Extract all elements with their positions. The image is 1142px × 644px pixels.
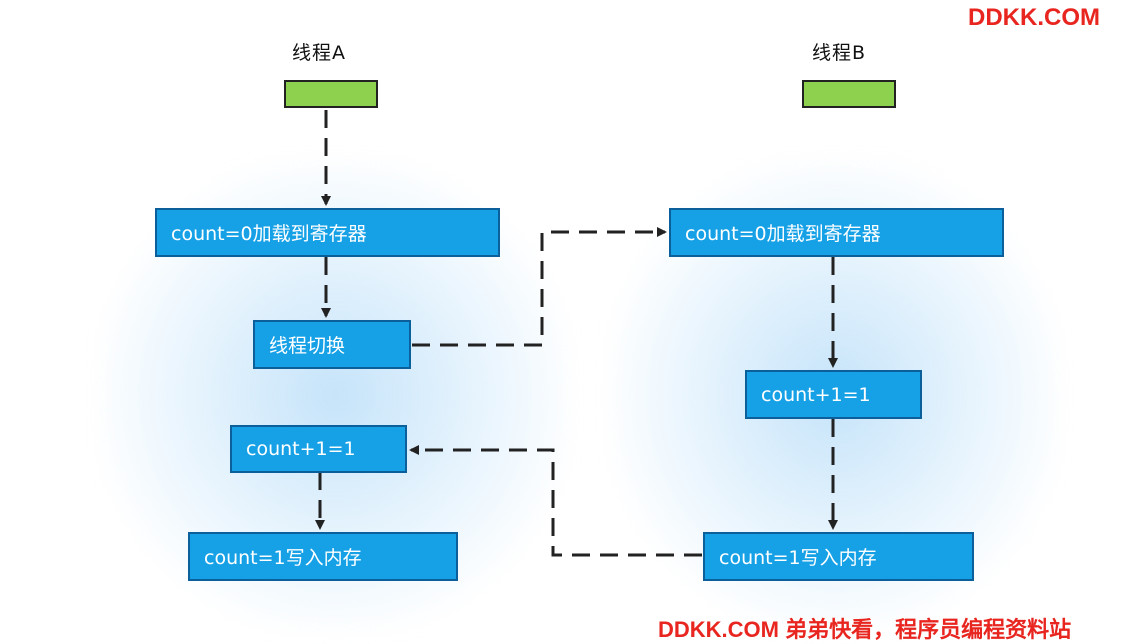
thread-b-label: 线程B (812, 42, 867, 64)
thread-a-bar (284, 80, 378, 108)
arrow-switch-to-b-load (412, 227, 667, 347)
thread-a-write-box: count=1写入内存 (188, 532, 458, 581)
watermark-bottom: DDKK.COM 弟弟快看，程序员编程资料站 (658, 617, 1072, 642)
thread-a-load-box: count=0加载到寄存器 (155, 208, 500, 257)
watermark-top: DDKK.COM (968, 4, 1100, 31)
thread-a-label: 线程A (292, 42, 346, 64)
thread-b-write-box: count=1写入内存 (703, 532, 974, 581)
thread-b-increment-box: count+1=1 (745, 370, 922, 419)
thread-a-increment-box: count+1=1 (230, 425, 407, 473)
arrow-b-write-to-a-increment (409, 445, 702, 557)
thread-b-load-box: count=0加载到寄存器 (669, 208, 1004, 257)
thread-a-switch-box: 线程切换 (253, 320, 411, 369)
thread-b-bar (802, 80, 896, 108)
